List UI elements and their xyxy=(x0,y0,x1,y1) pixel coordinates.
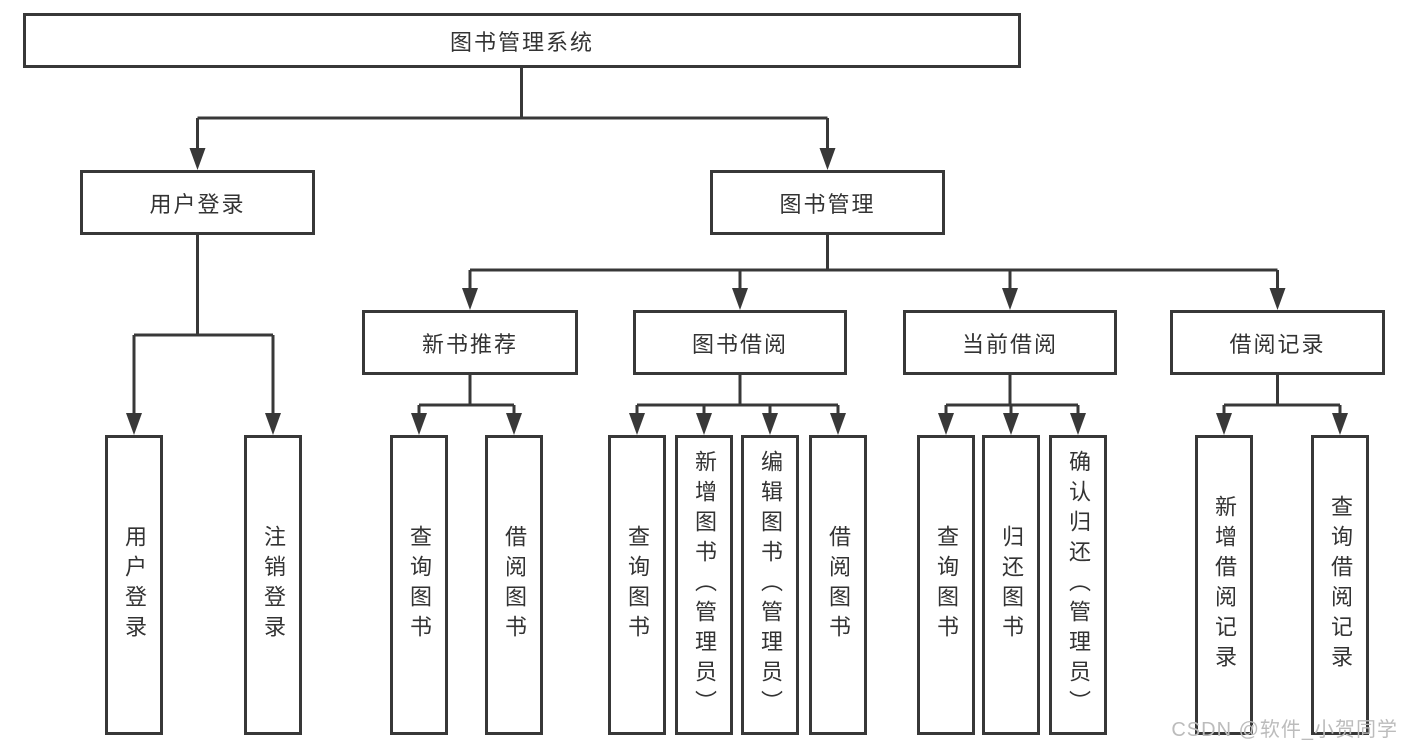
node-label: 注销登录 xyxy=(261,525,286,645)
connector-currentborrow-to-leaves xyxy=(944,375,1080,416)
arrow-icon xyxy=(462,288,478,310)
node-label: 编辑图书（管理员） xyxy=(758,450,783,720)
node-user-login: 用户登录 xyxy=(80,170,315,235)
arrow-icon xyxy=(629,413,645,435)
leaf-return-book: 归还图书 xyxy=(982,435,1040,735)
node-new-book-recommend: 新书推荐 xyxy=(362,310,578,375)
arrow-icon xyxy=(732,288,748,310)
node-label: 新增借阅记录 xyxy=(1212,495,1237,675)
node-label: 确认归还（管理员） xyxy=(1066,450,1091,720)
leaf-query-books-borrow: 查询图书 xyxy=(608,435,666,735)
connector-bookmgmt-to-level3 xyxy=(468,235,1279,292)
node-label: 新增图书（管理员） xyxy=(692,450,717,720)
arrow-icon xyxy=(126,413,142,435)
node-label: 图书管理系统 xyxy=(449,29,594,55)
arrow-icon xyxy=(938,413,954,435)
leaf-edit-book-admin: 编辑图书（管理员） xyxy=(741,435,799,735)
arrow-icon xyxy=(1070,413,1086,435)
csdn-watermark: CSDN @软件_小贺同学 xyxy=(1171,719,1398,741)
node-label: 图书借阅 xyxy=(691,331,788,357)
arrow-icon xyxy=(1332,413,1348,435)
node-borrow-records: 借阅记录 xyxy=(1170,310,1385,375)
arrow-icon xyxy=(506,413,522,435)
arrow-icon xyxy=(762,413,778,435)
node-label: 借阅记录 xyxy=(1229,331,1326,357)
leaf-add-book-admin: 新增图书（管理员） xyxy=(675,435,733,735)
node-label: 借阅图书 xyxy=(826,525,851,645)
leaf-query-books-recommend: 查询图书 xyxy=(390,435,448,735)
arrow-icon xyxy=(189,148,206,170)
connector-bookborrow-to-leaves xyxy=(635,375,840,416)
arrow-icon xyxy=(819,148,836,170)
node-book-management: 图书管理 xyxy=(710,170,945,235)
arrow-icon xyxy=(696,413,712,435)
node-label: 查询借阅记录 xyxy=(1328,495,1353,675)
connector-userlogin-to-leaves xyxy=(132,235,275,415)
leaf-query-books-current: 查询图书 xyxy=(917,435,975,735)
arrow-icon xyxy=(1216,413,1232,435)
node-label: 用户登录 xyxy=(149,191,246,217)
arrow-icon xyxy=(1269,288,1286,310)
node-label: 查询图书 xyxy=(625,525,650,645)
node-label: 查询图书 xyxy=(407,525,432,645)
node-root: 图书管理系统 xyxy=(23,13,1021,68)
connector-root-to-level2 xyxy=(196,68,829,150)
node-label: 新书推荐 xyxy=(421,331,518,357)
connector-newbooks-to-leaves xyxy=(417,375,516,416)
node-label: 图书管理 xyxy=(779,191,876,217)
arrow-icon xyxy=(411,413,427,435)
node-current-borrow: 当前借阅 xyxy=(903,310,1117,375)
node-book-borrow: 图书借阅 xyxy=(633,310,847,375)
arrow-icon xyxy=(265,413,281,435)
node-label: 用户登录 xyxy=(122,525,147,645)
leaf-query-borrow-record: 查询借阅记录 xyxy=(1311,435,1369,735)
leaf-borrow-books-recommend: 借阅图书 xyxy=(485,435,543,735)
leaf-borrow-books: 借阅图书 xyxy=(809,435,867,735)
leaf-confirm-return-admin: 确认归还（管理员） xyxy=(1049,435,1107,735)
leaf-logout: 注销登录 xyxy=(244,435,302,735)
leaf-add-borrow-record: 新增借阅记录 xyxy=(1195,435,1253,735)
leaf-user-login: 用户登录 xyxy=(105,435,163,735)
node-label: 当前借阅 xyxy=(961,331,1058,357)
connector-records-to-leaves xyxy=(1222,375,1342,416)
node-label: 查询图书 xyxy=(934,525,959,645)
node-label: 归还图书 xyxy=(999,525,1024,645)
node-label: 借阅图书 xyxy=(502,525,527,645)
arrow-icon xyxy=(830,413,846,435)
arrow-icon xyxy=(1002,288,1018,310)
arrow-icon xyxy=(1003,413,1019,435)
